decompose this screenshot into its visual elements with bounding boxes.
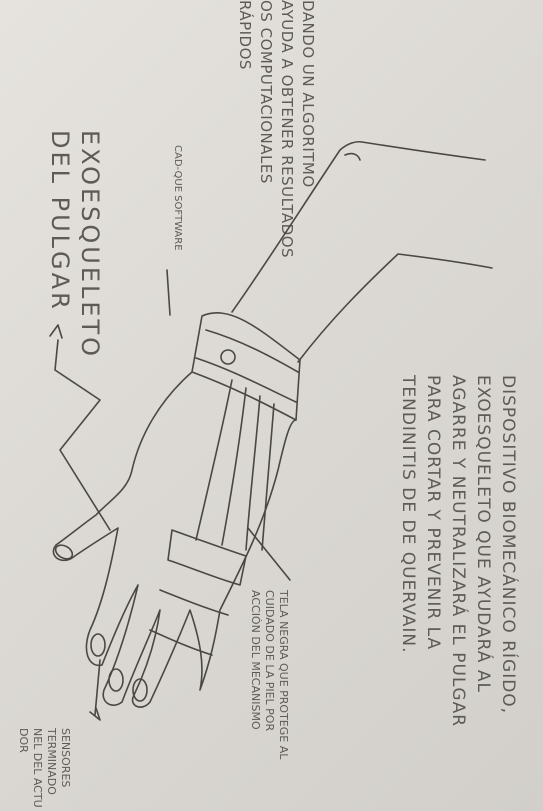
leader-arrow	[50, 325, 62, 338]
wrist-band-stripe	[206, 330, 298, 372]
band-buckle-icon	[221, 350, 235, 364]
forearm-lower-outline	[298, 254, 492, 362]
leader-line-fabric	[248, 528, 290, 580]
leader-line-cad	[167, 270, 170, 315]
thumb-exoskeleton-joint	[160, 590, 228, 615]
tendon-line	[246, 396, 260, 550]
fingernail	[91, 634, 105, 656]
leader-line-exoskeleton	[55, 340, 110, 530]
thumb-exoskeleton	[168, 530, 246, 585]
elbow-mark	[345, 154, 360, 160]
tendon-line	[262, 404, 274, 550]
wrist-band	[192, 313, 300, 420]
leader-line-sensors	[95, 660, 100, 715]
forearm-upper-outline	[232, 142, 485, 312]
hand-outline	[53, 372, 296, 707]
fingernail	[109, 669, 123, 691]
